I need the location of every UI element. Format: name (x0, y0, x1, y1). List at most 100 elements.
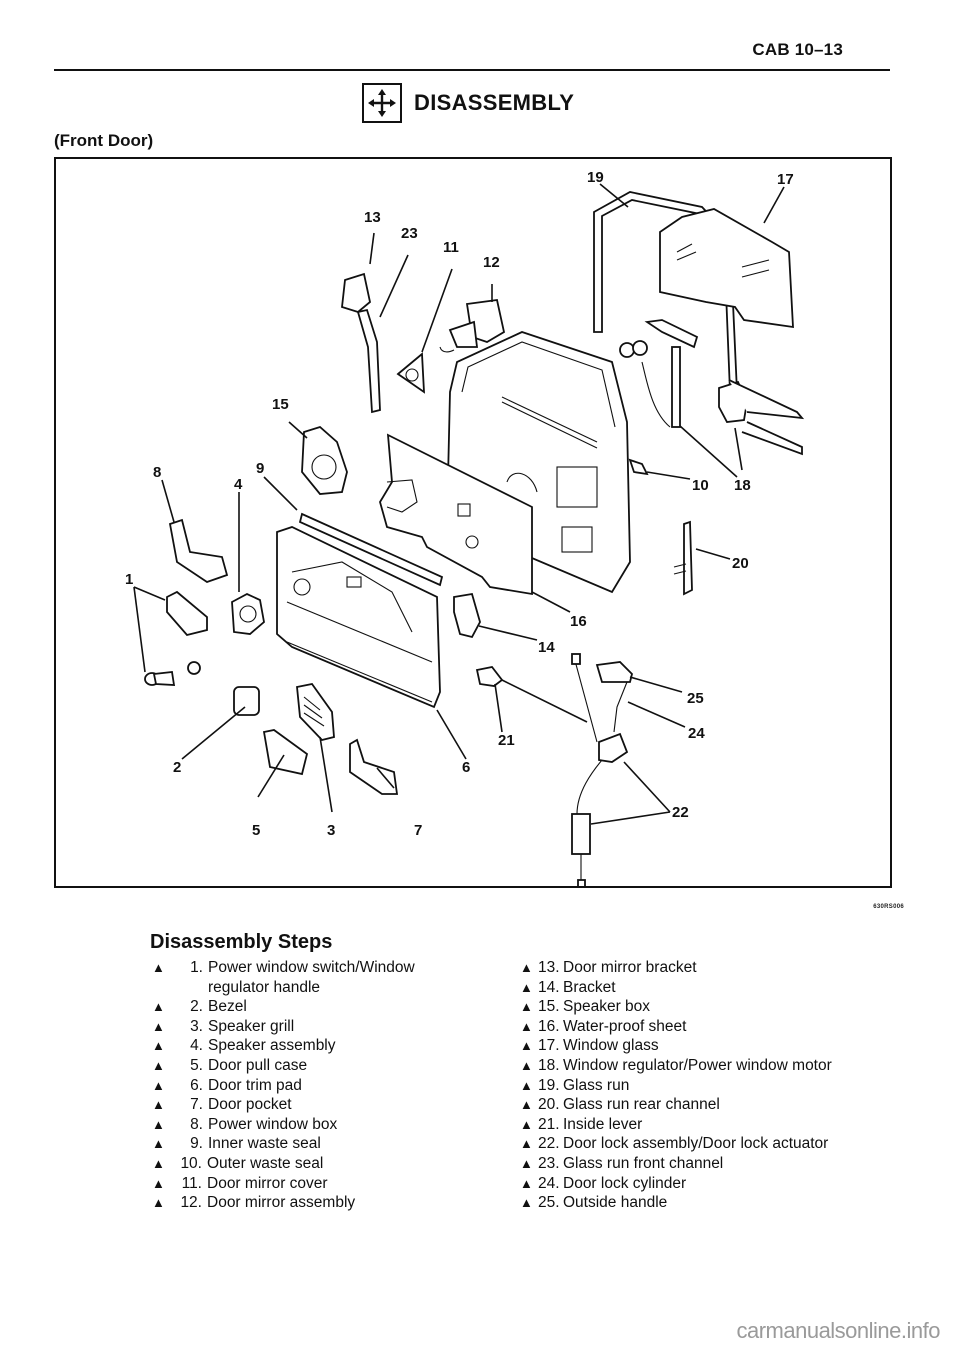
steps-list-left: ▲1.Power window switch/Window regulator … (152, 958, 502, 1213)
outside-handle-part (595, 661, 633, 683)
callout-10: 10 (692, 477, 709, 494)
page-number: CAB 10–13 (752, 40, 843, 59)
speaker-grill-part (296, 683, 335, 741)
callout-24: 24 (688, 725, 705, 742)
callout-9: 9 (256, 460, 264, 477)
window-glass-part (659, 208, 794, 329)
power-window-box-part (168, 518, 229, 583)
step-item: ▲10.Outer waste seal (152, 1154, 324, 1172)
triangle-icon: ▲ (520, 1077, 533, 1093)
triangle-icon: ▲ (520, 979, 533, 995)
step-item: ▲1.Power window switch/Window (152, 959, 415, 976)
triangle-icon: ▲ (152, 1077, 165, 1093)
steps-list-right: ▲13.Door mirror bracket ▲14.Bracket ▲15.… (520, 958, 920, 1213)
window-regulator-part (619, 319, 805, 456)
door-trim-pad-part (276, 526, 441, 709)
callout-18: 18 (734, 477, 751, 494)
triangle-icon: ▲ (520, 1136, 533, 1152)
triangle-icon: ▲ (152, 1038, 165, 1054)
triangle-icon: ▲ (520, 960, 533, 975)
callout-2: 2 (173, 759, 181, 776)
step-item: ▲7.Door pocket (152, 1096, 292, 1114)
triangle-icon: ▲ (152, 1116, 165, 1132)
callout-1: 1 (125, 571, 133, 588)
outer-waste-seal-part (628, 458, 649, 476)
steps-title: Disassembly Steps (150, 931, 333, 953)
power-window-switch-part (166, 590, 208, 637)
step-item: ▲20.Glass run rear channel (520, 1096, 720, 1114)
speaker-box-part (301, 425, 348, 495)
callout-leaders (133, 183, 785, 825)
section-subtitle: (Front Door) (54, 131, 154, 150)
triangle-icon: ▲ (520, 1175, 533, 1191)
door-pocket-part (349, 738, 399, 795)
triangle-icon: ▲ (152, 1175, 165, 1191)
step-item: ▲11.Door mirror cover (152, 1174, 328, 1192)
step-item: ▲13.Door mirror bracket (520, 959, 697, 976)
triangle-icon: ▲ (152, 1195, 165, 1211)
glass-run-front-channel-part (356, 308, 381, 414)
watermark[interactable]: carmanualsonline.info (736, 1318, 940, 1343)
exploded-diagram: 19 17 13 23 11 12 15 8 9 4 1 2 5 3 7 6 1… (54, 157, 892, 888)
triangle-icon: ▲ (152, 1136, 165, 1152)
section-title-text: DISASSEMBLY (414, 90, 575, 115)
step-item: ▲18.Window regulator/Power window motor (520, 1056, 832, 1074)
triangle-icon: ▲ (520, 999, 533, 1015)
step-item-continuation: regulator handle (208, 978, 321, 996)
callout-6: 6 (462, 759, 470, 776)
speaker-assembly-part (231, 592, 265, 635)
step-item: ▲14.Bracket (520, 978, 616, 996)
triangle-icon: ▲ (520, 1116, 533, 1132)
door-lock-assembly-part (571, 653, 629, 886)
triangle-icon: ▲ (520, 1038, 533, 1054)
step-item: ▲8.Power window box (152, 1115, 338, 1133)
triangle-icon: ▲ (152, 1155, 165, 1171)
callout-23: 23 (401, 225, 418, 242)
callout-14: 14 (538, 639, 555, 656)
callout-8: 8 (153, 464, 161, 481)
triangle-icon: ▲ (520, 1018, 533, 1034)
triangle-icon: ▲ (152, 1057, 165, 1073)
triangle-icon: ▲ (520, 1097, 533, 1113)
callout-19: 19 (587, 169, 604, 186)
triangle-icon: ▲ (152, 960, 165, 975)
callout-15: 15 (272, 396, 289, 413)
step-item: ▲3.Speaker grill (152, 1017, 295, 1035)
section-title: DISASSEMBLY (362, 83, 574, 123)
triangle-icon: ▲ (520, 1195, 533, 1211)
header-rule (54, 69, 890, 71)
door-lock-cylinder-part (613, 681, 628, 733)
door-mirror-part (439, 298, 506, 353)
bezel-part (233, 686, 260, 716)
water-proof-sheet-part (379, 433, 533, 596)
callout-22: 22 (672, 804, 689, 821)
callout-21: 21 (498, 732, 515, 749)
callout-5: 5 (252, 822, 260, 839)
callout-3: 3 (327, 822, 335, 839)
step-item: ▲25.Outside handle (520, 1194, 668, 1212)
door-pull-case-part (262, 729, 309, 776)
step-item: ▲17.Window glass (520, 1037, 659, 1055)
step-item: ▲15.Speaker box (520, 998, 651, 1016)
step-item: ▲24.Door lock cylinder (520, 1174, 687, 1192)
window-regulator-handle-part (144, 661, 201, 686)
inside-lever-rod (501, 679, 588, 723)
callout-4: 4 (234, 476, 243, 493)
step-item: ▲5.Door pull case (152, 1056, 308, 1074)
step-item: ▲16.Water-proof sheet (520, 1017, 687, 1035)
step-item: ▲2.Bezel (152, 998, 247, 1016)
bracket-part (453, 592, 481, 639)
callout-25: 25 (687, 690, 704, 707)
callout-16: 16 (570, 613, 587, 630)
step-item: ▲23.Glass run front channel (520, 1154, 724, 1172)
step-item: ▲12.Door mirror assembly (152, 1194, 356, 1212)
callout-12: 12 (483, 254, 500, 271)
triangle-icon: ▲ (152, 1018, 165, 1034)
triangle-icon: ▲ (520, 1057, 533, 1073)
step-item: ▲9.Inner waste seal (152, 1135, 321, 1153)
triangle-icon: ▲ (152, 999, 165, 1015)
callout-17: 17 (777, 171, 794, 188)
callout-20: 20 (732, 555, 749, 572)
triangle-icon: ▲ (520, 1155, 533, 1171)
door-mirror-cover-part (396, 352, 425, 394)
